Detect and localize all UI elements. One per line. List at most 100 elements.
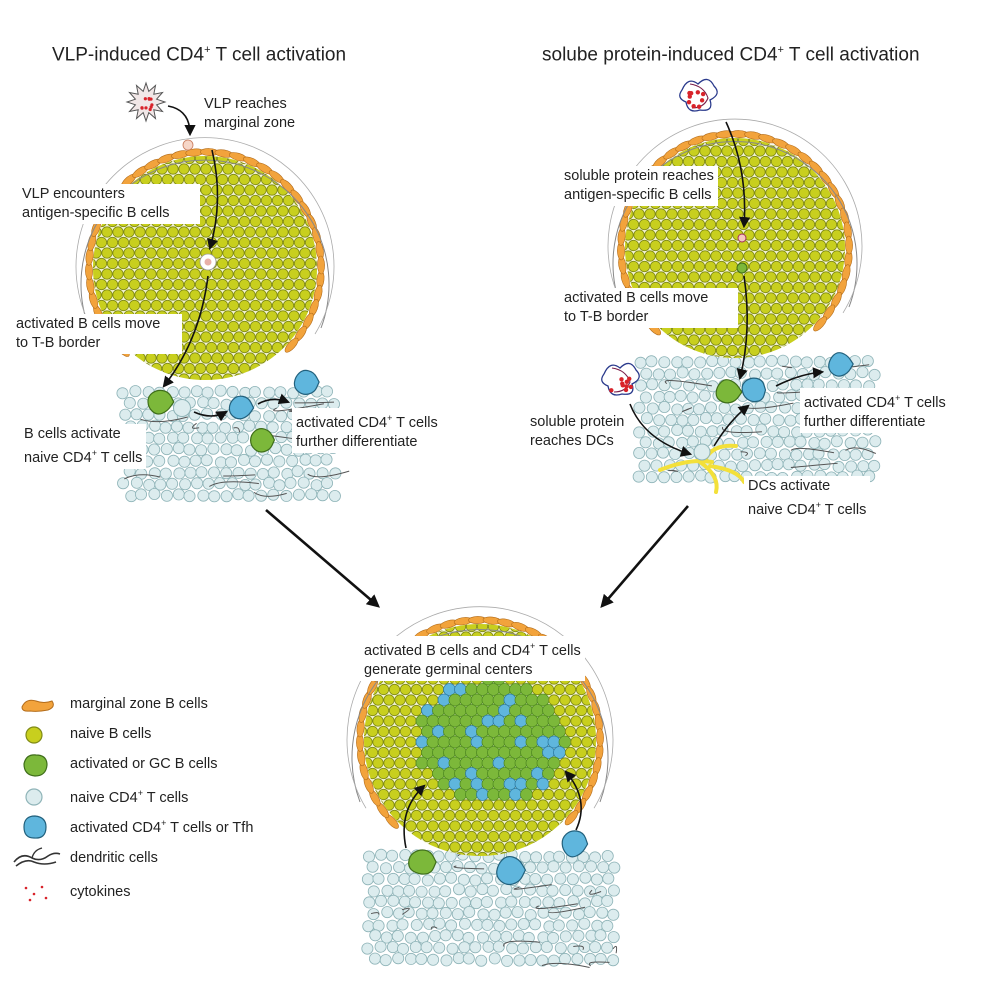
naive-t-cell: [476, 931, 489, 944]
bottom-activated-t-cell-2: [561, 830, 589, 858]
naive-b-cell: [101, 373, 113, 380]
naive-b-cell: [645, 125, 655, 135]
naive-b-cell: [809, 229, 821, 241]
naive-b-cell: [410, 746, 423, 759]
naive-t-cell: [369, 929, 382, 942]
naive-b-cell: [759, 344, 772, 357]
naive-t-cell: [458, 917, 471, 930]
cytokine-dot: [620, 383, 625, 388]
naive-b-cell: [792, 260, 805, 273]
dendritic-cell-process: [370, 912, 380, 915]
naive-b-cell: [211, 352, 223, 364]
naive-b-cell: [289, 143, 299, 153]
naive-b-cell: [732, 208, 744, 220]
naive-b-cell: [211, 163, 223, 175]
naive-b-cell: [798, 271, 810, 283]
naive-b-cell: [633, 229, 645, 241]
naive-b-cell: [112, 268, 124, 280]
naive-b-cell: [183, 320, 196, 333]
dendritic-cell-process: [209, 481, 259, 487]
naive-b-cell: [638, 239, 651, 252]
naive-b-cell: [277, 247, 289, 259]
naive-b-cell: [666, 271, 678, 283]
naive-b-cell: [625, 145, 634, 157]
naive-b-cell: [194, 173, 207, 186]
naive-t-cell: [632, 470, 645, 483]
dendritic-cell-process: [513, 884, 552, 890]
naive-b-cell: [443, 830, 456, 843]
naive-b-cell: [293, 156, 306, 165]
naive-b-cell: [95, 257, 108, 270]
naive-t-cell: [160, 443, 173, 456]
naive-t-cell: [693, 403, 706, 416]
naive-t-cell: [771, 367, 784, 380]
naive-b-cell: [582, 611, 592, 621]
main-arrow-right: [600, 505, 689, 608]
naive-t-cell: [645, 447, 658, 460]
naive-b-cell: [194, 156, 207, 165]
naive-t-cell: [597, 861, 610, 874]
naive-b-cell: [803, 176, 816, 189]
naive-b-cell: [106, 278, 119, 291]
naive-b-cell: [135, 143, 145, 153]
naive-b-cell: [748, 239, 761, 252]
naive-b-cell: [737, 281, 750, 294]
activated-b-cell-icon: [23, 754, 48, 777]
dendritic-cell-process: [668, 469, 678, 472]
naive-t-cell: [148, 443, 161, 456]
naive-b-cell: [145, 289, 157, 301]
naive-b-cell: [737, 197, 750, 210]
naive-t-cell: [670, 470, 683, 483]
naive-b-cell: [526, 799, 538, 811]
naive-t-cell: [263, 410, 276, 423]
dendritic-cell-process: [253, 491, 287, 497]
naive-t-cell: [754, 400, 767, 413]
naive-b-cell: [809, 271, 821, 283]
naive-t-cell: [440, 954, 453, 967]
naive-b-cell: [765, 334, 777, 346]
naive-t-cell: [226, 431, 239, 444]
naive-b-cell: [575, 624, 588, 633]
tfh-cell: [492, 756, 506, 770]
cytokine-dot: [695, 90, 701, 95]
arrow-left-activate: [193, 410, 228, 422]
naive-t-cell: [267, 466, 280, 479]
naive-t-cell: [280, 396, 293, 409]
naive-b-cell: [249, 320, 262, 333]
naive-t-cell: [130, 476, 143, 489]
naive-b-cell: [509, 830, 522, 843]
naive-b-cell: [553, 788, 566, 801]
naive-t-cell: [500, 883, 513, 896]
naive-b-cell: [216, 362, 229, 375]
naive-b-cell: [792, 218, 805, 231]
naive-t-cell: [297, 476, 310, 489]
gc-b-cell: [476, 746, 489, 759]
naive-b-cell: [476, 851, 489, 856]
naive-b-cell: [227, 215, 240, 228]
label-left-b-activate: B cells activate naive CD4+ T cells: [20, 424, 147, 469]
cytokine-dot: [619, 377, 624, 382]
tfh-cell: [498, 704, 511, 717]
left-activated-t-cell-1: [228, 395, 255, 420]
naive-b-cell: [542, 683, 555, 696]
naive-b-cell: [310, 163, 317, 175]
naive-b-cell: [156, 247, 168, 259]
gc-b-cell: [454, 767, 467, 780]
naive-b-cell: [200, 352, 212, 364]
naive-t-cell: [429, 930, 442, 943]
naive-t-cell: [458, 941, 471, 954]
naive-b-cell: [688, 208, 700, 220]
gc-b-cell: [448, 693, 462, 707]
naive-b-cell: [549, 611, 559, 621]
naive-t-cell: [280, 489, 293, 502]
naive-b-cell: [304, 341, 317, 354]
naive-t-cell: [432, 897, 445, 910]
naive-b-cell: [682, 344, 695, 357]
naive-b-cell: [586, 624, 596, 633]
naive-b-cell: [598, 642, 608, 652]
naive-b-cell: [101, 226, 113, 238]
naive-b-cell: [809, 292, 821, 304]
naive-t-cell: [747, 413, 760, 426]
naive-b-cell: [178, 247, 190, 259]
naive-b-cell: [538, 611, 548, 621]
